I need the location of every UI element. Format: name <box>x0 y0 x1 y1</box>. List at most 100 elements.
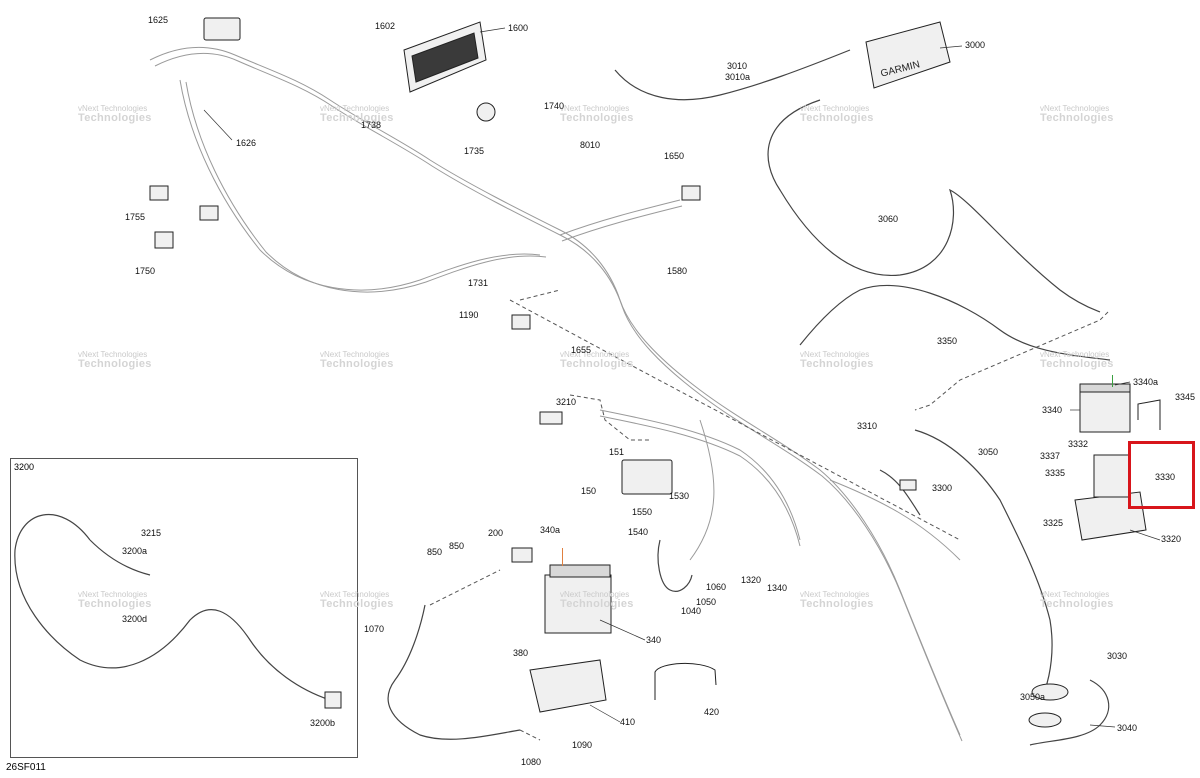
callout-3210[interactable]: 3210 <box>556 397 577 407</box>
part-3330 <box>1093 454 1131 498</box>
harness-branch-mid <box>559 199 681 236</box>
cable-3200a <box>89 539 151 576</box>
callout-150[interactable]: 150 <box>581 486 597 496</box>
callout-1755[interactable]: 1755 <box>125 212 146 222</box>
dash-3 <box>914 311 1109 411</box>
callout-3050[interactable]: 3050 <box>978 447 999 457</box>
callout-3320[interactable]: 3320 <box>1161 534 1182 544</box>
callout-3000[interactable]: 3000 <box>965 40 986 50</box>
part-1755 <box>149 185 169 201</box>
cable-3010 <box>614 49 851 101</box>
callout-380[interactable]: 380 <box>513 648 529 658</box>
callout-3337[interactable]: 3337 <box>1040 451 1061 461</box>
cable-3030 <box>1029 679 1110 746</box>
callout-1750[interactable]: 1750 <box>135 266 156 276</box>
callout-850-left[interactable]: 850 <box>427 547 443 557</box>
inset-3200-box <box>10 458 358 758</box>
harness-upper <box>149 46 961 736</box>
callout-1040[interactable]: 1040 <box>681 606 702 616</box>
dash-4 <box>509 299 961 541</box>
dash-2 <box>519 289 561 301</box>
callout-340[interactable]: 340 <box>646 635 662 645</box>
callout-1190[interactable]: 1190 <box>459 310 479 320</box>
part-1750b <box>199 205 219 221</box>
part-1625 <box>203 17 241 41</box>
callout-3200b[interactable]: 3200b <box>310 718 336 728</box>
callout-3325[interactable]: 3325 <box>1043 518 1064 528</box>
callout-1602[interactable]: 1602 <box>375 21 396 31</box>
callout-420[interactable]: 420 <box>704 707 720 717</box>
callout-850-right[interactable]: 850 <box>449 541 465 551</box>
callout-3340a[interactable]: 3340a <box>1133 377 1159 387</box>
callout-3200a[interactable]: 3200a <box>122 546 148 556</box>
part-200 <box>511 547 533 563</box>
callout-3040[interactable]: 3040 <box>1117 723 1138 733</box>
callout-3030[interactable]: 3030 <box>1107 651 1128 661</box>
callout-1530[interactable]: 1530 <box>669 491 690 501</box>
cable-3310 <box>879 469 921 516</box>
part-340-battery <box>544 574 612 634</box>
callout-340a[interactable]: 340a <box>540 525 561 535</box>
diagram-code: 26SF011 <box>6 762 46 773</box>
callout-1060[interactable]: 1060 <box>706 582 727 592</box>
callout-8010[interactable]: 8010 <box>580 140 601 150</box>
callout-1600[interactable]: 1600 <box>508 23 529 33</box>
callout-1320[interactable]: 1320 <box>741 575 762 585</box>
callout-1731[interactable]: 1731 <box>468 278 489 288</box>
callout-3310[interactable]: 3310 <box>857 421 878 431</box>
callout-1740[interactable]: 1740 <box>544 101 565 111</box>
leader-3320 <box>1129 529 1161 541</box>
part-3200b <box>324 691 342 709</box>
callout-1738[interactable]: 1738 <box>361 120 382 130</box>
callout-410[interactable]: 410 <box>620 717 636 727</box>
callout-3010a[interactable]: 3010a <box>725 72 751 82</box>
callout-1735[interactable]: 1735 <box>464 146 485 156</box>
callout-1070[interactable]: 1070 <box>364 624 385 634</box>
callout-1580[interactable]: 1580 <box>667 266 688 276</box>
callout-3340[interactable]: 3340 <box>1042 405 1063 415</box>
callout-1050[interactable]: 1050 <box>696 597 717 607</box>
callout-3010[interactable]: 3010 <box>727 61 748 71</box>
callout-1655[interactable]: 1655 <box>571 345 592 355</box>
callout-1540[interactable]: 1540 <box>628 527 649 537</box>
harness-lower-b <box>689 419 715 561</box>
harness-lower-c <box>829 479 961 561</box>
part-3050a-ring <box>1028 712 1062 728</box>
cable-1040 <box>657 539 693 592</box>
callout-1650[interactable]: 1650 <box>664 151 685 161</box>
callout-1626[interactable]: 1626 <box>236 138 257 148</box>
callout-3200d[interactable]: 3200d <box>122 614 148 624</box>
callout-3060[interactable]: 3060 <box>878 214 899 224</box>
callout-3215[interactable]: 3215 <box>141 528 162 538</box>
callout-1340[interactable]: 1340 <box>767 583 788 593</box>
dash-6 <box>519 729 541 741</box>
callout-1550[interactable]: 1550 <box>632 507 653 517</box>
dash-1 <box>569 394 650 441</box>
callout-3330[interactable]: 3330 <box>1155 472 1176 482</box>
selection-highlight-box <box>1128 441 1195 509</box>
callout-3335[interactable]: 3335 <box>1045 468 1066 478</box>
callout-3300[interactable]: 3300 <box>932 483 953 493</box>
part-1190 <box>511 314 531 330</box>
callout-3350[interactable]: 3350 <box>937 336 958 346</box>
callout-3332[interactable]: 3332 <box>1068 439 1089 449</box>
leader-3340a <box>1114 381 1131 386</box>
leader-3040 <box>1089 724 1116 728</box>
part-1735 <box>476 102 496 122</box>
callout-3050a[interactable]: 3050a <box>1020 692 1046 702</box>
callout-1090[interactable]: 1090 <box>572 740 593 750</box>
callout-151[interactable]: 151 <box>609 447 625 457</box>
part-340a-highlight-line <box>562 548 563 566</box>
part-3300 <box>899 479 917 491</box>
callout-200[interactable]: 200 <box>488 528 504 538</box>
harness-lower-2 <box>599 415 801 547</box>
callout-3345[interactable]: 3345 <box>1175 392 1196 402</box>
callout-1625[interactable]: 1625 <box>148 15 169 25</box>
callout-1080[interactable]: 1080 <box>521 757 542 767</box>
leader-3000 <box>939 45 963 49</box>
part-3340a-highlight-line <box>1112 375 1113 387</box>
part-3340-battery-top <box>1079 383 1131 393</box>
cable-3350 <box>799 284 1111 361</box>
leader-340 <box>599 619 646 641</box>
